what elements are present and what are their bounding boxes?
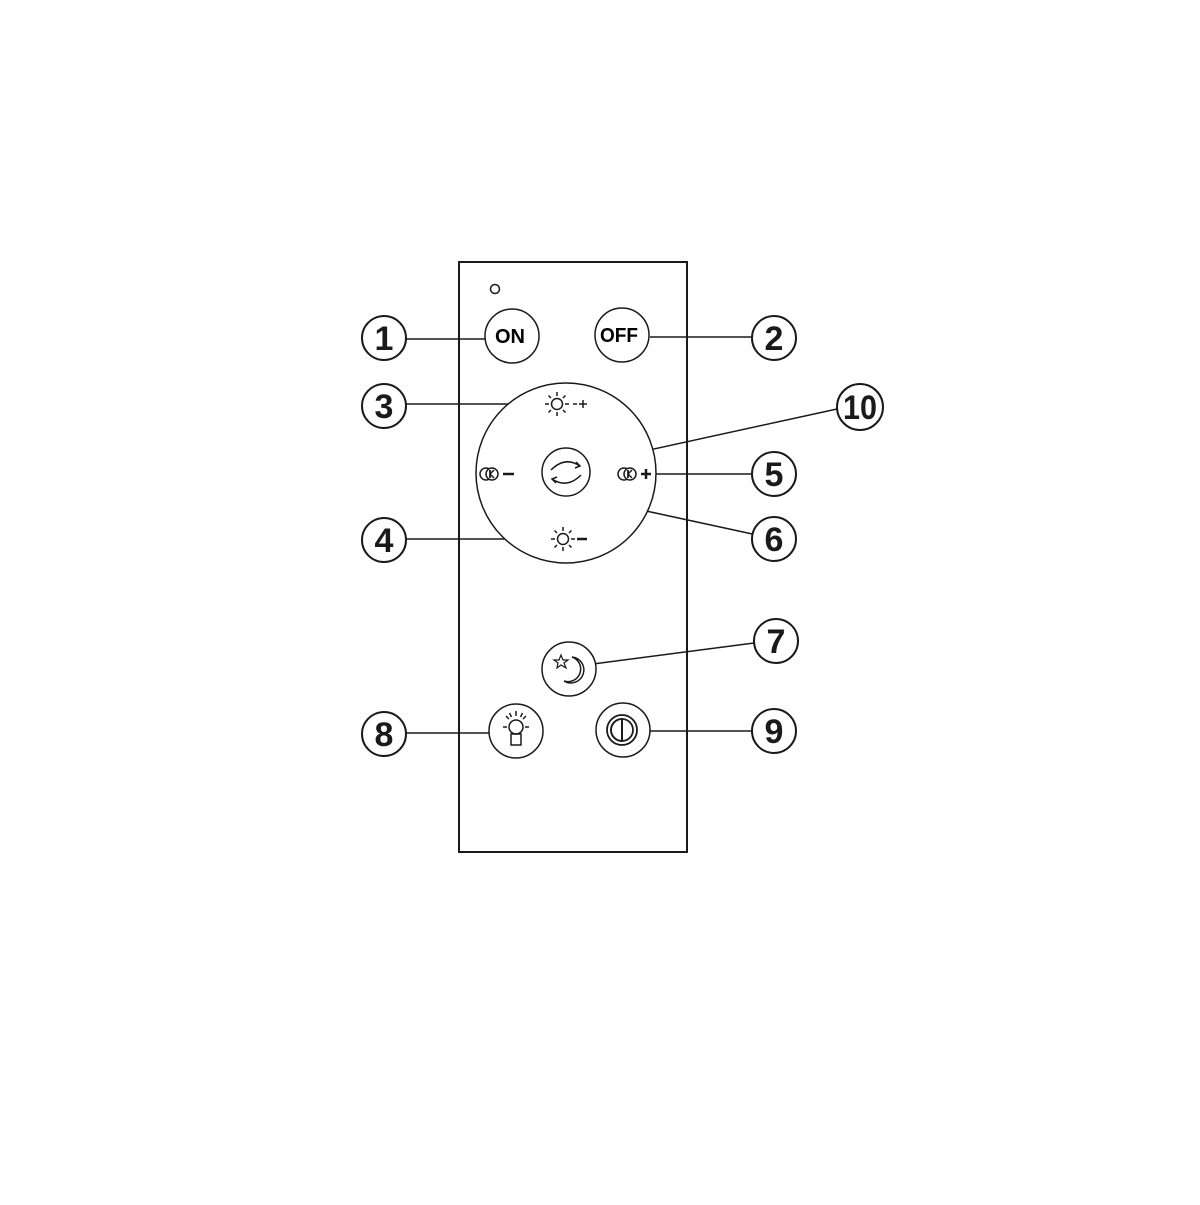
callout-circle	[751, 451, 797, 497]
cycle-button-outline	[541, 447, 591, 497]
leader-line-7	[592, 642, 755, 665]
sun-plus-icon	[545, 392, 587, 416]
sun-minus-icon	[551, 527, 587, 551]
callouts: 1 2 3 4 5 6 7 8	[361, 315, 884, 757]
moon-star-icon	[552, 653, 585, 684]
brightness-up-button[interactable]	[545, 392, 587, 416]
callout-9: 9	[751, 708, 797, 754]
toggle-button-outline	[595, 702, 651, 758]
lamp-rays-icon	[503, 711, 529, 746]
night-mode-button-outline	[541, 641, 597, 697]
on-button-outline	[484, 308, 540, 364]
off-button[interactable]: OFF	[594, 307, 650, 363]
off-button-outline	[594, 307, 650, 363]
color-temp-down-button[interactable]	[479, 467, 514, 481]
callout-circle	[751, 708, 797, 754]
callout-circle	[751, 516, 797, 562]
on-button-label: ON	[495, 326, 525, 348]
callout-circle	[361, 517, 407, 563]
indicator-light-icon	[489, 283, 501, 295]
callout-number: 10	[843, 389, 877, 427]
color-temp-minus-icon	[479, 467, 514, 481]
full-bright-button[interactable]	[488, 703, 544, 759]
brightness-down-button[interactable]	[551, 527, 587, 551]
callout-1: 1	[361, 315, 407, 361]
night-mode-button[interactable]	[541, 641, 597, 697]
callout-number: 6	[765, 521, 784, 559]
callout-number: 2	[765, 320, 784, 358]
callout-number: 4	[375, 522, 394, 560]
callout-3: 3	[361, 383, 407, 429]
toggle-button[interactable]	[595, 702, 651, 758]
callout-circle	[751, 315, 797, 361]
full-bright-button-outline	[488, 703, 544, 759]
cycle-arrows-icon	[550, 461, 582, 484]
cycle-button[interactable]	[541, 447, 591, 497]
callout-8: 8	[361, 711, 407, 757]
callout-circle	[836, 383, 884, 431]
color-temp-up-button[interactable]	[617, 467, 651, 481]
callout-number: 7	[767, 623, 786, 661]
callout-circle	[361, 711, 407, 757]
callout-number: 1	[375, 320, 394, 358]
callout-6: 6	[751, 516, 797, 562]
callout-circle	[753, 618, 799, 664]
color-temp-plus-icon	[617, 467, 651, 481]
callout-4: 4	[361, 517, 407, 563]
callout-2: 2	[751, 315, 797, 361]
callout-7: 7	[753, 618, 799, 664]
callout-number: 5	[765, 456, 784, 494]
callout-circle	[361, 315, 407, 361]
callout-circle	[361, 383, 407, 429]
callout-number: 9	[765, 713, 784, 751]
off-button-label: OFF	[600, 325, 638, 347]
callout-number: 3	[375, 388, 394, 426]
on-button[interactable]: ON	[484, 308, 540, 364]
callout-number: 8	[375, 716, 394, 754]
callout-10: 10	[836, 383, 884, 431]
callout-5: 5	[751, 451, 797, 497]
half-circle-icon	[606, 714, 638, 746]
